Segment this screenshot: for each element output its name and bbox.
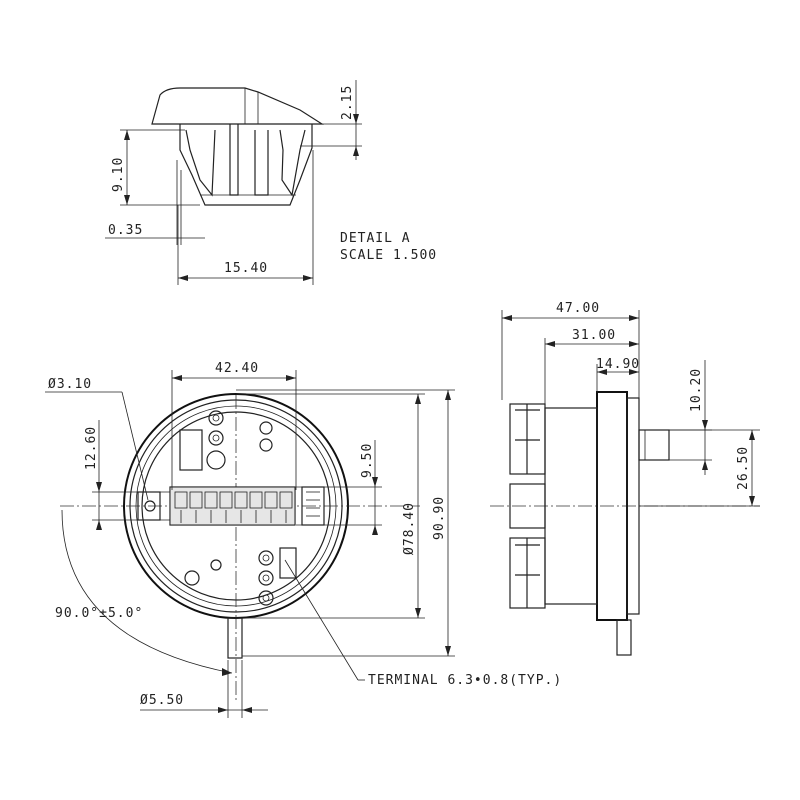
detail-dim-clip-height: 9.10 bbox=[111, 157, 126, 192]
front-view-drawing bbox=[60, 393, 420, 700]
side-dim-overall: 47.00 bbox=[556, 301, 600, 316]
front-dim-hole-diameter: Ø3.10 bbox=[48, 377, 92, 392]
detail-dimension-lines bbox=[105, 80, 362, 285]
front-dim-offset-right: 9.50 bbox=[360, 443, 375, 478]
terminal-note: TERMINAL 6.3•0.8(TYP.) bbox=[368, 673, 562, 688]
front-dim-spacing-top: 42.40 bbox=[215, 361, 259, 376]
front-dim-body-diameter: Ø78.40 bbox=[402, 502, 417, 555]
side-dim-stem-height: 26.50 bbox=[736, 446, 751, 490]
side-dimension-lines bbox=[501, 310, 760, 507]
side-dim-flange: 14.90 bbox=[596, 357, 640, 372]
front-dim-overall-height: 90.90 bbox=[432, 496, 447, 540]
detail-dim-width: 15.40 bbox=[224, 261, 268, 276]
detail-dim-top-height: 2.15 bbox=[340, 85, 355, 120]
detail-scale: SCALE 1.500 bbox=[340, 248, 437, 263]
front-dim-angle: 90.0°±5.0° bbox=[55, 606, 143, 621]
front-dimension-lines bbox=[45, 370, 455, 718]
side-dim-depth: 31.00 bbox=[572, 328, 616, 343]
side-view-drawing bbox=[490, 391, 760, 656]
detail-dim-offset: 0.35 bbox=[108, 223, 143, 238]
front-dim-stem-diameter: Ø5.50 bbox=[140, 693, 184, 708]
detail-a-clip-drawing bbox=[151, 87, 325, 206]
front-dim-offset-left: 12.60 bbox=[84, 426, 99, 470]
detail-title: DETAIL A bbox=[340, 231, 411, 246]
side-dim-stem-length: 10.20 bbox=[689, 368, 704, 412]
